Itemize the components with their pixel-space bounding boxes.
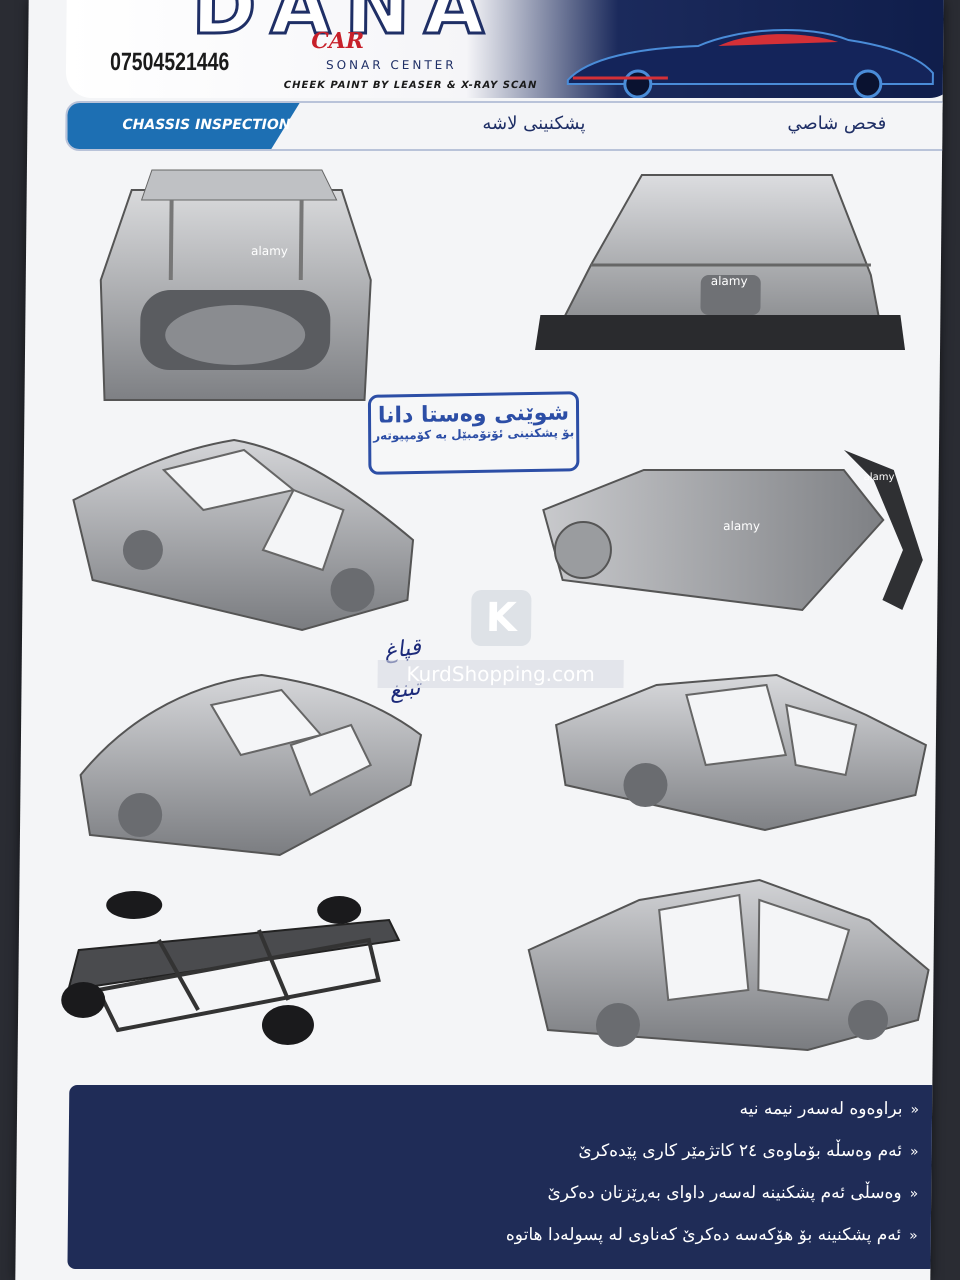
note-item: «براوەوە لەسەر نیمە نیە bbox=[739, 1099, 920, 1119]
stamp-title: شوێنی وەستا دانا bbox=[377, 400, 570, 429]
note-item: «ئەم پشکنینە بۆ هۆکەسە دەکرێ کەناوی لە پ… bbox=[505, 1225, 918, 1245]
dealer-stamp: شوێنی وەستا دانا بۆ پشکنینی ئۆتۆمبێل بە … bbox=[367, 391, 580, 475]
photo-watermark: alamy bbox=[251, 244, 288, 258]
floor-pan-side-photo: alamy alamy bbox=[542, 450, 923, 612]
body-side-left-photo bbox=[72, 438, 415, 632]
title-english: CHASSIS INSPECTION bbox=[122, 117, 291, 133]
rolling-chassis-photo bbox=[61, 891, 401, 1045]
body-in-white-side-photo bbox=[527, 878, 930, 1052]
quote-icon: « bbox=[909, 1228, 918, 1244]
phone-number: 07504521446 bbox=[109, 48, 230, 76]
photo-watermark: alamy bbox=[723, 519, 760, 533]
inspection-sheet: DANA CAR 07504521446 SONAR CENTER CHEEK … bbox=[15, 0, 944, 1280]
stamp-subtitle: بۆ پشکنینی ئۆتۆمبێل بە کۆمپیوتەر bbox=[373, 425, 575, 443]
title-arabic: فحص شاصي bbox=[787, 113, 887, 134]
section-title-bar: CHASSIS INSPECTION پشکنینی لاشه فحص شاصي bbox=[65, 101, 944, 151]
quote-icon: « bbox=[909, 1186, 919, 1202]
note-item: «وەسڵی ئەم پشکنینە لەسەر داوای بەڕێزتان … bbox=[547, 1183, 919, 1203]
brand-logo-sub: CAR bbox=[311, 28, 365, 54]
sports-car-icon bbox=[566, 29, 934, 98]
notes-box: «براوەوە لەسەر نیمە نیە «ئەم وەسڵە بۆماو… bbox=[67, 1085, 940, 1269]
body-in-white-front-photo bbox=[79, 673, 423, 857]
rear-body-photo: alamy bbox=[99, 169, 372, 401]
photo-watermark: alamy bbox=[711, 274, 748, 288]
header-banner: DANA CAR 07504521446 SONAR CENTER CHEEK … bbox=[65, 0, 944, 98]
tagline: CHEEK PAINT BY LEASER & X-RAY SCAN bbox=[283, 80, 538, 91]
site-watermark-logo: K bbox=[470, 590, 532, 646]
title-kurdish: پشکنینی لاشه bbox=[482, 113, 586, 134]
quote-icon: « bbox=[909, 1144, 919, 1160]
floor-pan-front-photo: alamy bbox=[535, 174, 906, 350]
quote-icon: « bbox=[910, 1102, 920, 1118]
center-name: SONAR CENTER bbox=[325, 58, 457, 72]
body-in-white-rear-photo bbox=[554, 673, 928, 832]
site-watermark-url: KurdShopping.com bbox=[377, 660, 624, 688]
note-item: «ئەم وەسڵە بۆماوەی ٢٤ کاتژمێر کاری پێدەک… bbox=[578, 1141, 919, 1161]
photo-watermark: alamy bbox=[864, 472, 895, 483]
